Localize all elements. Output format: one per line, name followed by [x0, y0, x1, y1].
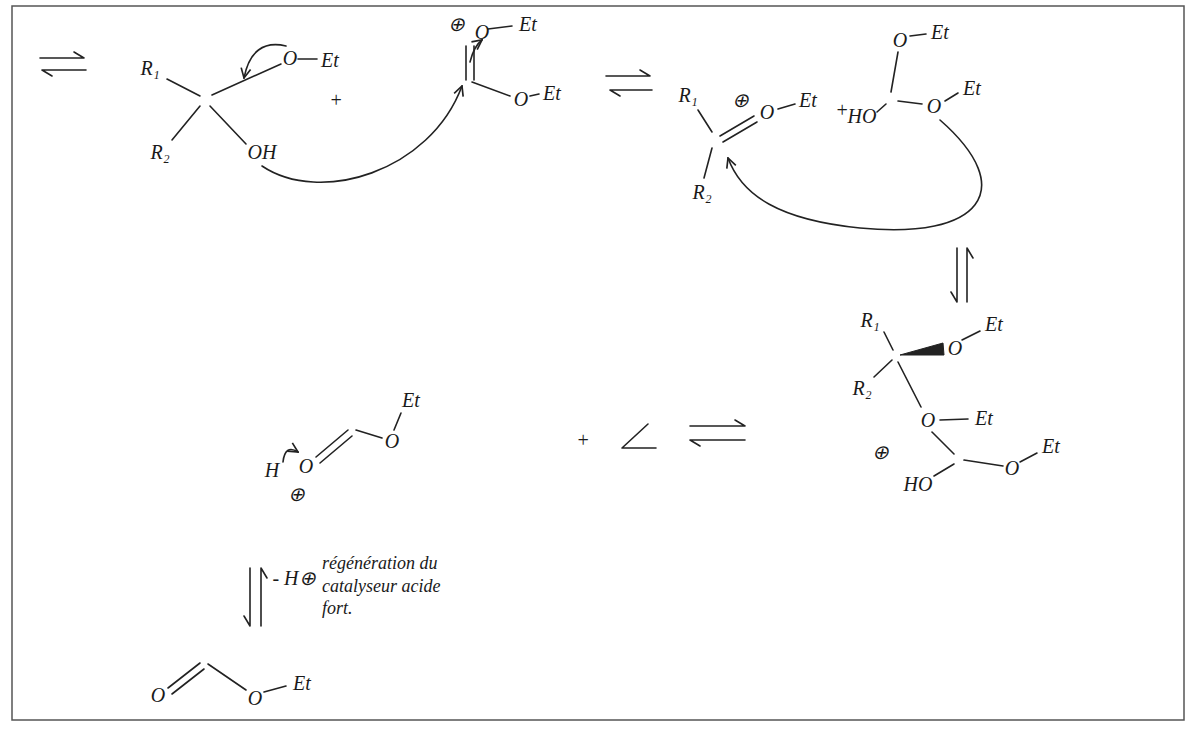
atom-label: R₁ — [140, 57, 159, 79]
equilibrium-arrow — [690, 440, 745, 446]
atom-label: O — [893, 29, 907, 51]
bond-line — [210, 106, 246, 144]
curved-arrow — [470, 40, 482, 62]
bond-line — [945, 93, 958, 101]
charge-sign: ⊕ — [448, 13, 465, 35]
equilibrium-arrow — [967, 248, 973, 302]
equilibrium-arrow — [606, 70, 650, 76]
atom-label: O — [927, 95, 941, 117]
atom-label: O — [151, 684, 165, 706]
bond-line — [698, 110, 712, 132]
atom-label: O — [283, 47, 297, 69]
curved-arrow — [244, 45, 286, 78]
atom-label: O — [475, 21, 489, 43]
equilibrium-arrow — [261, 568, 267, 626]
bond-line — [1020, 453, 1037, 462]
atom-label: Et — [985, 313, 1003, 335]
bond-line — [898, 362, 921, 407]
equilibrium-arrow — [610, 90, 652, 96]
bond-line — [964, 460, 1003, 466]
atom-label: Et — [975, 407, 993, 429]
atom-label: R₂ — [852, 377, 871, 399]
bond-line — [704, 148, 712, 178]
bond-line — [488, 26, 512, 29]
bond-line — [208, 664, 246, 690]
bond-line — [723, 122, 757, 142]
bond-line — [874, 360, 892, 377]
atom-label: Et — [321, 49, 339, 71]
plus-sign: + — [835, 99, 849, 121]
bond-line — [530, 94, 539, 96]
equilibrium-arrow — [690, 420, 745, 426]
atom-label: Et — [293, 672, 311, 694]
atom-label: R₂ — [150, 141, 169, 163]
bond-line — [891, 52, 898, 92]
atom-label: O — [760, 101, 774, 123]
atom-label: R₁ — [860, 309, 879, 331]
atom-label: O — [1005, 457, 1019, 479]
bond-line — [472, 82, 510, 96]
charge-sign: ⊕ — [732, 89, 749, 111]
atom-label: OH — [248, 141, 277, 163]
bond-line — [394, 413, 401, 430]
plus-sign: + — [576, 429, 590, 451]
equilibrium-arrow — [951, 248, 957, 302]
bond-line — [932, 432, 954, 454]
curved-arrow — [728, 120, 982, 230]
curved-arrow — [262, 86, 462, 182]
atom-label: HO — [848, 105, 877, 127]
bond-line — [320, 436, 352, 463]
atom-label: R₁ — [678, 84, 697, 106]
bond-line — [934, 464, 954, 476]
bond-line — [167, 79, 200, 96]
plus-sign: + — [329, 89, 343, 111]
atom-label: O — [514, 88, 528, 110]
atom-label: Et — [543, 82, 561, 104]
atom-label: Et — [1042, 435, 1060, 457]
note-text: - H⊕ — [272, 567, 315, 589]
charge-sign: ⊕ — [872, 441, 889, 463]
atom-label: Et — [519, 13, 537, 35]
atom-label: Et — [963, 77, 981, 99]
atom-label: O — [299, 455, 313, 477]
atom-label: Et — [931, 21, 949, 43]
curved-arrow — [283, 450, 298, 462]
atom-label: O — [248, 687, 262, 709]
bond-line — [298, 58, 317, 60]
bond-line — [356, 430, 382, 438]
atom-label: Et — [402, 389, 420, 411]
bond-line — [465, 46, 467, 80]
bond-line — [778, 104, 795, 109]
bond-line — [172, 106, 200, 140]
bond-line — [264, 686, 286, 692]
equilibrium-arrow — [244, 568, 250, 626]
charge-sign: ⊕ — [288, 483, 305, 505]
bond-line — [910, 34, 926, 36]
atom-label: O — [921, 409, 935, 431]
bond-line — [940, 419, 968, 420]
equilibrium-arrow — [42, 70, 86, 76]
skeletal-structure — [622, 424, 656, 448]
atom-label: Et — [799, 89, 817, 111]
bond-line — [884, 332, 893, 350]
bond-line — [172, 669, 204, 694]
atom-label: H — [265, 459, 279, 481]
atom-label: O — [385, 430, 399, 452]
equilibrium-arrow — [40, 52, 84, 58]
bond-line — [898, 101, 922, 104]
bond-line — [877, 104, 886, 112]
frame — [12, 6, 1184, 720]
atom-label: HO — [904, 473, 933, 495]
atom-label: R₂ — [692, 181, 711, 203]
bond-line — [962, 331, 980, 340]
atom-label: O — [948, 337, 962, 359]
note-text: régénération du catalyseur acide fort. — [322, 552, 462, 620]
wedge-bond — [900, 343, 944, 355]
